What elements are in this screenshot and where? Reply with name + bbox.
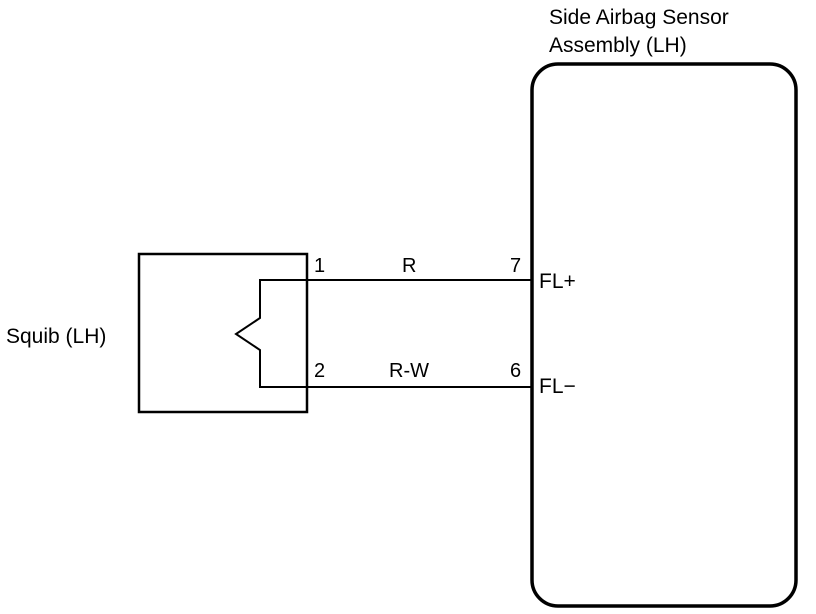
squib-element-symbol	[234, 279, 307, 388]
sensor-assembly-box	[530, 62, 798, 608]
sensor-pin-6: 6	[510, 360, 521, 382]
squib-box	[137, 252, 309, 414]
terminal-fl-plus-label: FL+	[539, 270, 576, 293]
wire-r-w-color-label: R-W	[389, 360, 429, 382]
squib-pin-1: 1	[314, 255, 325, 277]
squib-label: Squib (LH)	[6, 325, 106, 348]
wire-r-color-label: R	[402, 255, 416, 277]
terminal-fl-minus-label: FL−	[539, 375, 576, 398]
squib-pin-2: 2	[314, 360, 325, 382]
sensor-title-line-1: Side Airbag Sensor	[549, 6, 729, 29]
sensor-pin-7: 7	[510, 255, 521, 277]
sensor-title-line-2: Assembly (LH)	[549, 34, 687, 57]
